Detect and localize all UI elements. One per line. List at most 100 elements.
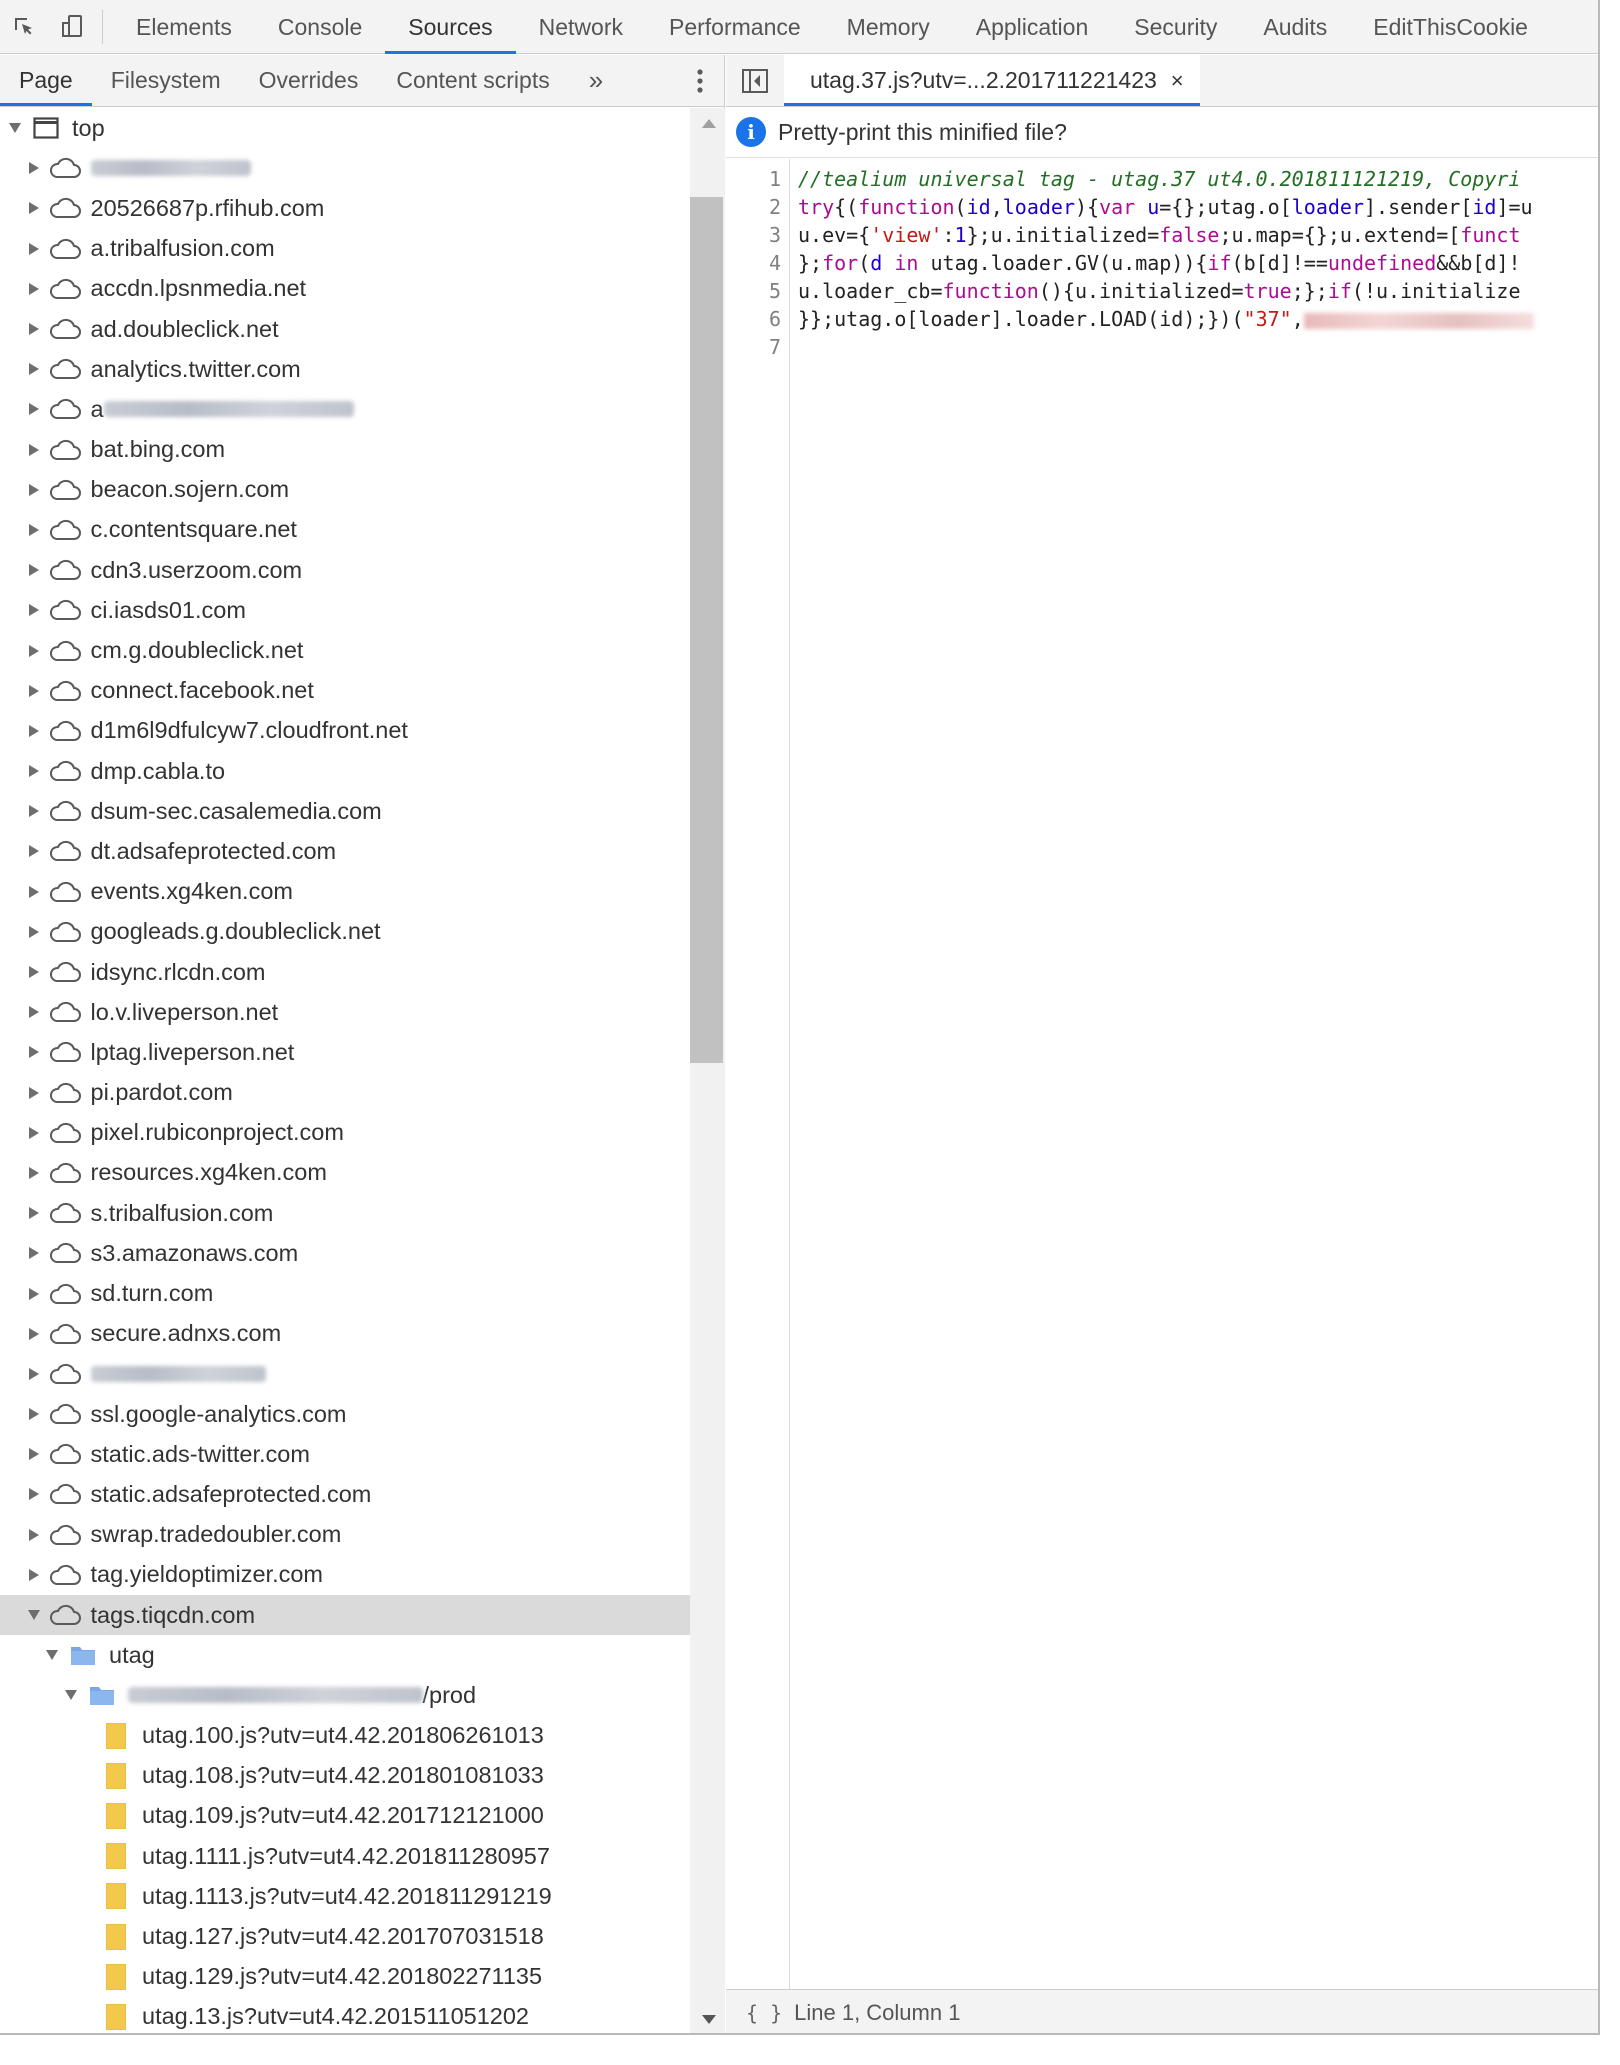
tree-item-domain[interactable]: connect.facebook.net bbox=[0, 671, 690, 711]
more-tabs-icon[interactable]: » bbox=[588, 65, 604, 95]
panel-tab-network[interactable]: Network bbox=[538, 13, 623, 40]
collapsed-arrow-icon[interactable] bbox=[23, 684, 45, 698]
panel-tab-sources[interactable]: Sources bbox=[385, 0, 517, 54]
tree-item-domain[interactable]: tag.yieldoptimizer.com bbox=[0, 1555, 690, 1595]
tree-item-domain[interactable]: static.ads-twitter.com bbox=[0, 1434, 690, 1474]
collapsed-arrow-icon[interactable] bbox=[23, 1045, 45, 1059]
collapsed-arrow-icon[interactable] bbox=[23, 804, 45, 818]
tree-item-domain[interactable]: events.xg4ken.com bbox=[0, 872, 690, 912]
tree-scrollbar-thumb[interactable] bbox=[690, 197, 723, 1063]
tree-item-domain[interactable]: resources.xg4ken.com bbox=[0, 1153, 690, 1193]
tree-item-domain[interactable]: pixel.rubiconproject.com bbox=[0, 1113, 690, 1153]
tree-item-domain[interactable]: sd.turn.com bbox=[0, 1273, 690, 1313]
collapsed-arrow-icon[interactable] bbox=[23, 242, 45, 256]
panel-tab-audits[interactable]: Audits bbox=[1263, 13, 1328, 40]
collapsed-arrow-icon[interactable] bbox=[23, 362, 45, 376]
collapsed-arrow-icon[interactable] bbox=[23, 1407, 45, 1421]
tree-item-domain[interactable]: cdn3.userzoom.com bbox=[0, 550, 690, 590]
collapsed-arrow-icon[interactable] bbox=[23, 483, 45, 497]
tree-item-domain[interactable]: idsync.rlcdn.com bbox=[0, 952, 690, 992]
tree-item-domain[interactable]: static.adsafeprotected.com bbox=[0, 1474, 690, 1514]
navigator-tab-filesystem[interactable]: Filesystem bbox=[110, 67, 221, 93]
collapsed-arrow-icon[interactable] bbox=[23, 1528, 45, 1542]
tree-item-domain[interactable]: dmp.cabla.to bbox=[0, 751, 690, 791]
tree-item-domain[interactable]: pi.pardot.com bbox=[0, 1073, 690, 1113]
collapsed-arrow-icon[interactable] bbox=[23, 402, 45, 416]
tree-item-domain[interactable]: c.contentsquare.net bbox=[0, 510, 690, 550]
tree-item-domain[interactable]: a bbox=[0, 389, 690, 429]
tree-item-domain[interactable]: 20526687p.rfihub.com bbox=[0, 188, 690, 228]
line-number[interactable]: 4 bbox=[768, 251, 781, 275]
tree-item-file[interactable]: utag.129.js?utv=ut4.42.201802271135 bbox=[0, 1957, 690, 1997]
pretty-print-button[interactable]: { } bbox=[746, 2000, 783, 2025]
collapsed-arrow-icon[interactable] bbox=[23, 523, 45, 537]
panel-tab-memory[interactable]: Memory bbox=[846, 13, 930, 40]
tree-item-domain[interactable]: cm.g.doubleclick.net bbox=[0, 630, 690, 670]
collapsed-arrow-icon[interactable] bbox=[23, 764, 45, 778]
panel-tab-elements[interactable]: Elements bbox=[136, 13, 232, 40]
expanded-arrow-icon[interactable] bbox=[23, 1609, 45, 1621]
collapsed-arrow-icon[interactable] bbox=[23, 1126, 45, 1140]
toggle-navigator-icon[interactable] bbox=[726, 55, 784, 106]
tree-item-domain[interactable]: tags.tiqcdn.com bbox=[0, 1594, 690, 1636]
line-number[interactable]: 3 bbox=[768, 223, 781, 247]
code-line[interactable]: u.ev={'view':1};u.initialized=false;u.ma… bbox=[798, 221, 1598, 249]
tree-item-folder[interactable]: /prod bbox=[0, 1675, 690, 1715]
close-tab-icon[interactable]: × bbox=[1170, 67, 1184, 93]
line-number[interactable]: 1 bbox=[768, 167, 781, 191]
collapsed-arrow-icon[interactable] bbox=[23, 322, 45, 336]
code-line[interactable] bbox=[798, 333, 1598, 361]
tree-item-domain[interactable]: swrap.tradedoubler.com bbox=[0, 1515, 690, 1555]
device-toolbar-icon[interactable] bbox=[48, 0, 96, 54]
scroll-up-arrow[interactable] bbox=[702, 119, 716, 128]
line-number[interactable]: 6 bbox=[768, 307, 781, 331]
tree-item-domain[interactable]: s.tribalfusion.com bbox=[0, 1193, 690, 1233]
collapsed-arrow-icon[interactable] bbox=[23, 1005, 45, 1019]
collapsed-arrow-icon[interactable] bbox=[23, 1487, 45, 1501]
line-number[interactable]: 2 bbox=[768, 195, 781, 219]
tree-item-domain[interactable]: beacon.sojern.com bbox=[0, 470, 690, 510]
tree-item-domain[interactable]: d1m6l9dfulcyw7.cloudfront.net bbox=[0, 711, 690, 751]
tree-item-domain[interactable]: ci.iasds01.com bbox=[0, 590, 690, 630]
tree-item-domain[interactable]: accdn.lpsnmedia.net bbox=[0, 269, 690, 309]
pretty-print-infobar[interactable]: i Pretty-print this minified file? bbox=[726, 107, 1598, 158]
collapsed-arrow-icon[interactable] bbox=[23, 965, 45, 979]
tree-item-file[interactable]: utag.1113.js?utv=ut4.42.201811291219 bbox=[0, 1876, 690, 1916]
navigator-tab-page[interactable]: Page bbox=[0, 55, 92, 106]
navigator-tab-overrides[interactable]: Overrides bbox=[258, 67, 359, 93]
collapsed-arrow-icon[interactable] bbox=[23, 1447, 45, 1461]
collapsed-arrow-icon[interactable] bbox=[23, 1086, 45, 1100]
panel-tab-editthiscookie[interactable]: EditThisCookie bbox=[1373, 13, 1528, 40]
collapsed-arrow-icon[interactable] bbox=[23, 844, 45, 858]
code-lines[interactable]: //tealium universal tag - utag.37 ut4.0.… bbox=[798, 159, 1598, 1989]
panel-tab-application[interactable]: Application bbox=[975, 13, 1089, 40]
tree-item-folder[interactable]: utag bbox=[0, 1635, 690, 1675]
navigator-tab-content-scripts[interactable]: Content scripts bbox=[396, 67, 550, 93]
collapsed-arrow-icon[interactable] bbox=[23, 1287, 45, 1301]
collapsed-arrow-icon[interactable] bbox=[23, 282, 45, 296]
collapsed-arrow-icon[interactable] bbox=[23, 925, 45, 939]
tree-item-domain[interactable]: ad.doubleclick.net bbox=[0, 309, 690, 349]
collapsed-arrow-icon[interactable] bbox=[23, 603, 45, 617]
collapsed-arrow-icon[interactable] bbox=[23, 885, 45, 899]
code-line[interactable]: //tealium universal tag - utag.37 ut4.0.… bbox=[798, 165, 1598, 193]
panel-tab-security[interactable]: Security bbox=[1134, 13, 1218, 40]
tree-item-domain[interactable]: a.tribalfusion.com bbox=[0, 229, 690, 269]
tree-item-domain[interactable]: s3.amazonaws.com bbox=[0, 1233, 690, 1273]
code-line[interactable]: try{(function(id,loader){var u={};utag.o… bbox=[798, 193, 1598, 221]
collapsed-arrow-icon[interactable] bbox=[23, 443, 45, 457]
expanded-arrow-icon[interactable] bbox=[41, 1649, 63, 1661]
tree-item-file[interactable]: utag.100.js?utv=ut4.42.201806261013 bbox=[0, 1716, 690, 1756]
line-number[interactable]: 5 bbox=[768, 279, 781, 303]
panel-tab-performance[interactable]: Performance bbox=[669, 13, 801, 40]
tree-item-domain[interactable]: bat.bing.com bbox=[0, 430, 690, 470]
expanded-arrow-icon[interactable] bbox=[60, 1689, 82, 1701]
code-line[interactable]: };for(d in utag.loader.GV(u.map)){if(b[d… bbox=[798, 249, 1598, 277]
editor-file-tab[interactable]: utag.37.js?utv=...2.201711221423 × bbox=[784, 55, 1200, 106]
tree-item-domain[interactable]: secure.adnxs.com bbox=[0, 1314, 690, 1354]
tree-item-frame[interactable]: top bbox=[0, 108, 690, 148]
collapsed-arrow-icon[interactable] bbox=[23, 161, 45, 175]
collapsed-arrow-icon[interactable] bbox=[23, 1166, 45, 1180]
collapsed-arrow-icon[interactable] bbox=[23, 1367, 45, 1381]
